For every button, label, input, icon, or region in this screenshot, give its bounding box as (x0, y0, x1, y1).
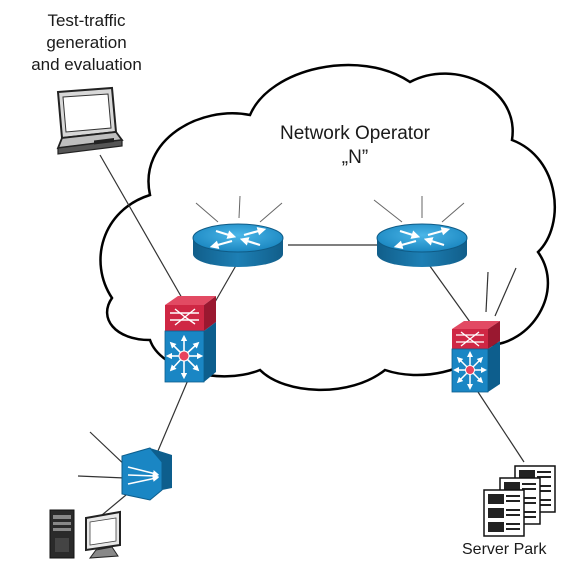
router-icon (192, 223, 284, 267)
test-traffic-label: Test-traffic generation and evaluation (14, 10, 159, 76)
test-traffic-line-2: generation (46, 33, 127, 52)
network-operator-label: Network Operator „N” (240, 122, 470, 170)
laptop-icon (56, 86, 124, 155)
multilayer-switch-icon (451, 341, 500, 393)
test-traffic-line-1: Test-traffic (47, 11, 126, 30)
monitor-icon (85, 510, 121, 559)
firewall-icon (452, 321, 500, 349)
network-operator-line-2: „N” (341, 147, 369, 168)
multilayer-switch-icon (164, 322, 216, 383)
test-traffic-line-3: and evaluation (31, 55, 142, 74)
server-park-label: Server Park (462, 541, 547, 558)
vpn-concentrator-icon (121, 447, 172, 501)
server-icon (483, 465, 556, 537)
workstation-icon (49, 509, 75, 559)
firewall-icon (165, 296, 216, 331)
router-icon (376, 223, 468, 267)
router-spokes (195, 195, 465, 223)
network-operator-line-1: Network Operator (280, 123, 430, 144)
